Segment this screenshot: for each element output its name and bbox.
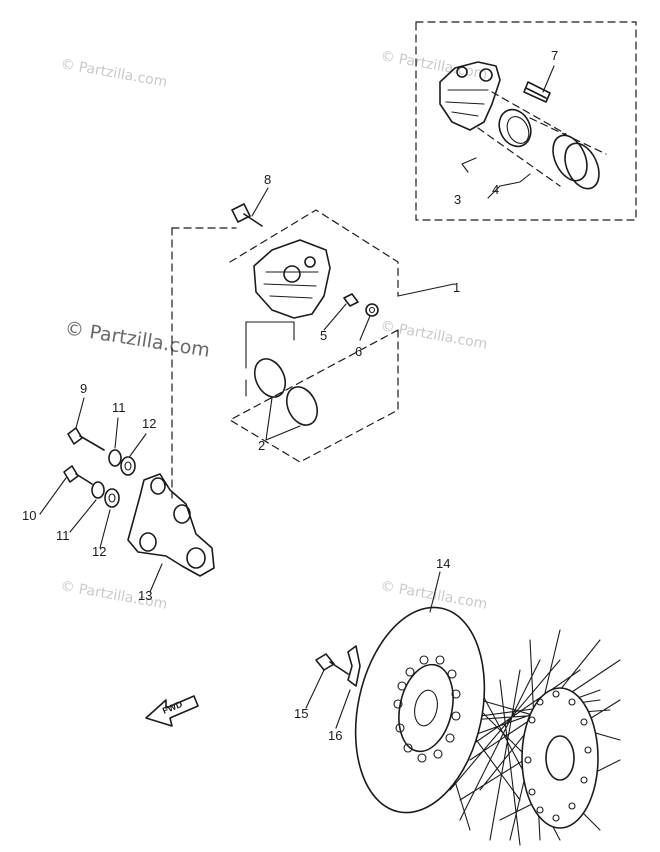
callout-8: 8 xyxy=(264,172,271,187)
pad-2b xyxy=(285,386,319,426)
piston-3 xyxy=(498,108,532,148)
callout-1: 1 xyxy=(453,280,460,295)
inset-caliper-kit xyxy=(415,21,637,221)
watermarks: © Partzilla.com © Partzilla.com © Partzi… xyxy=(59,48,488,613)
callout-4: 4 xyxy=(492,182,499,197)
bolt-9 xyxy=(67,427,105,451)
bracket-13 xyxy=(127,473,215,577)
inset-dashed-box xyxy=(415,21,637,221)
bleeder-5 xyxy=(343,293,359,307)
washer-11a xyxy=(108,449,122,467)
bolt-15 xyxy=(315,653,349,675)
washer-11b xyxy=(91,481,105,499)
cap-6 xyxy=(365,303,379,317)
watermark-text: © Partzilla.com xyxy=(379,48,488,83)
watermark-text: © Partzilla.com xyxy=(379,318,488,353)
pad-2a xyxy=(253,358,287,398)
fwd-arrow: FWD xyxy=(145,695,199,727)
callout-16: 16 xyxy=(328,728,342,743)
callout-7: 7 xyxy=(551,48,558,63)
caliper-dashed-box xyxy=(229,209,399,463)
callout-15: 15 xyxy=(294,706,308,721)
disc-holes xyxy=(393,655,461,763)
seal-4b xyxy=(564,142,600,190)
watermark-text-dark: © Partzilla.com xyxy=(63,317,211,362)
bracket-assembly xyxy=(39,397,215,593)
callout-3: 3 xyxy=(454,192,461,207)
callout-6: 6 xyxy=(355,344,362,359)
caliper-assembly xyxy=(171,187,455,499)
caliper-body-1 xyxy=(253,239,331,319)
callout-11b: 11 xyxy=(56,528,70,543)
inset-caliper-body xyxy=(439,61,501,131)
callout-10: 10 xyxy=(22,508,36,523)
callout-12a: 12 xyxy=(142,416,156,431)
callout-13: 13 xyxy=(138,588,152,603)
callout-14: 14 xyxy=(436,556,450,571)
washer-12b xyxy=(104,488,120,508)
bolt-8 xyxy=(231,203,263,227)
fwd-arrow-shape xyxy=(145,695,199,727)
callout-numbers: 1 2 3 4 5 6 7 8 9 10 11 11 12 12 13 14 1… xyxy=(22,48,558,743)
wheel-hub xyxy=(521,687,599,829)
callout-5: 5 xyxy=(320,328,327,343)
lock-plate-16 xyxy=(347,645,361,687)
callout-11a: 11 xyxy=(112,400,126,415)
bolt-10 xyxy=(63,465,93,485)
washer-12a xyxy=(120,456,136,476)
disc-assembly xyxy=(305,571,621,846)
bolt-7 xyxy=(523,81,551,103)
callout-2: 2 xyxy=(258,438,265,453)
callout-12b: 12 xyxy=(92,544,106,559)
seal-4a xyxy=(552,134,588,182)
watermark-text: © Partzilla.com xyxy=(59,56,168,91)
brake-disc-14 xyxy=(354,606,486,814)
callout-9: 9 xyxy=(80,381,87,396)
